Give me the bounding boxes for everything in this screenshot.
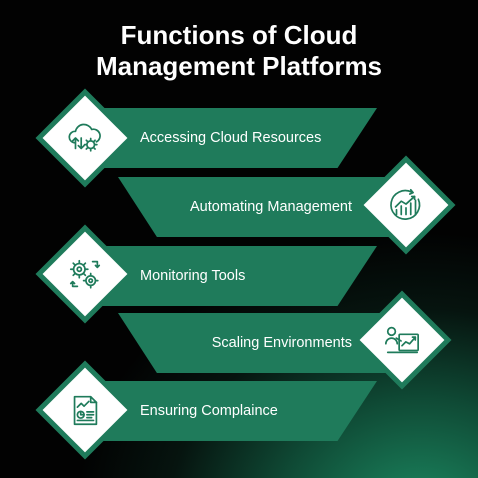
step-label-4: Scaling Environments (211, 335, 352, 351)
step-band-4: Scaling Environments (118, 313, 396, 373)
step-diamond-1 (35, 88, 135, 188)
cloud-gear-icon (68, 123, 101, 152)
step-label-2: Automating Management (189, 199, 352, 215)
step-band-2: Automating Management (118, 177, 396, 237)
step-diamond-4 (352, 290, 452, 390)
step-diamond-5 (35, 360, 135, 460)
step-band-5: Ensuring Complaince (95, 381, 377, 441)
step-label-3: Monitoring Tools (140, 268, 246, 284)
step-label-1: Accessing Cloud Resources (140, 130, 322, 146)
step-band-3: Monitoring Tools (95, 246, 377, 306)
step-diamond-2 (356, 155, 456, 255)
step-band-1: Accessing Cloud Resources (95, 108, 377, 168)
page-title: Functions of Cloud Management Platforms (0, 20, 478, 82)
title-line-2: Management Platforms (95, 51, 383, 81)
title-line-1: Functions of Cloud (120, 20, 358, 50)
gears-icon (69, 259, 101, 289)
analytics-board-icon (384, 326, 420, 354)
report-document-icon (73, 395, 98, 426)
step-diamond-3 (35, 224, 135, 324)
growth-chart-icon (390, 188, 421, 220)
step-label-5: Ensuring Complaince (140, 403, 278, 419)
